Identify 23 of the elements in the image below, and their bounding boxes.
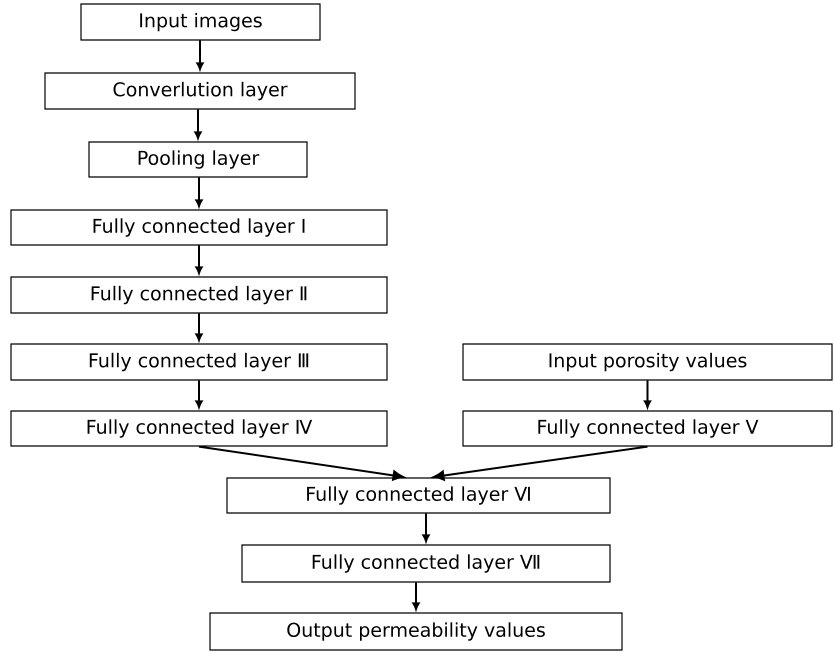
arrow (198, 446, 404, 481)
layer-box: Fully connected layer Ⅱ (10, 276, 388, 314)
layer-box: Input images (80, 3, 321, 41)
arrow (195, 246, 203, 274)
layer-box: Fully connected layer Ⅰ (10, 209, 388, 246)
layer-box: Fully connected layer Ⅶ (241, 544, 611, 583)
arrow (412, 582, 420, 610)
layer-box: Fully connected layer Ⅲ (10, 343, 388, 381)
layer-box: Output permeability values (209, 612, 623, 651)
arrow (195, 178, 203, 207)
arrow (422, 514, 430, 542)
arrow (644, 380, 652, 408)
arrow (195, 380, 203, 408)
arrow (433, 446, 648, 481)
layer-box: Fully connected layer Ⅵ (226, 477, 611, 514)
layer-box: Pooling layer (88, 141, 308, 178)
layer-box: Input porosity values (462, 343, 833, 381)
layer-box: Fully connected layer Ⅳ (10, 410, 388, 447)
layer-box: Fully connected layer Ⅴ (462, 410, 833, 447)
arrow (196, 40, 204, 70)
arrow (194, 110, 202, 139)
layer-box: Converlution layer (44, 72, 356, 110)
arrow (195, 314, 203, 341)
